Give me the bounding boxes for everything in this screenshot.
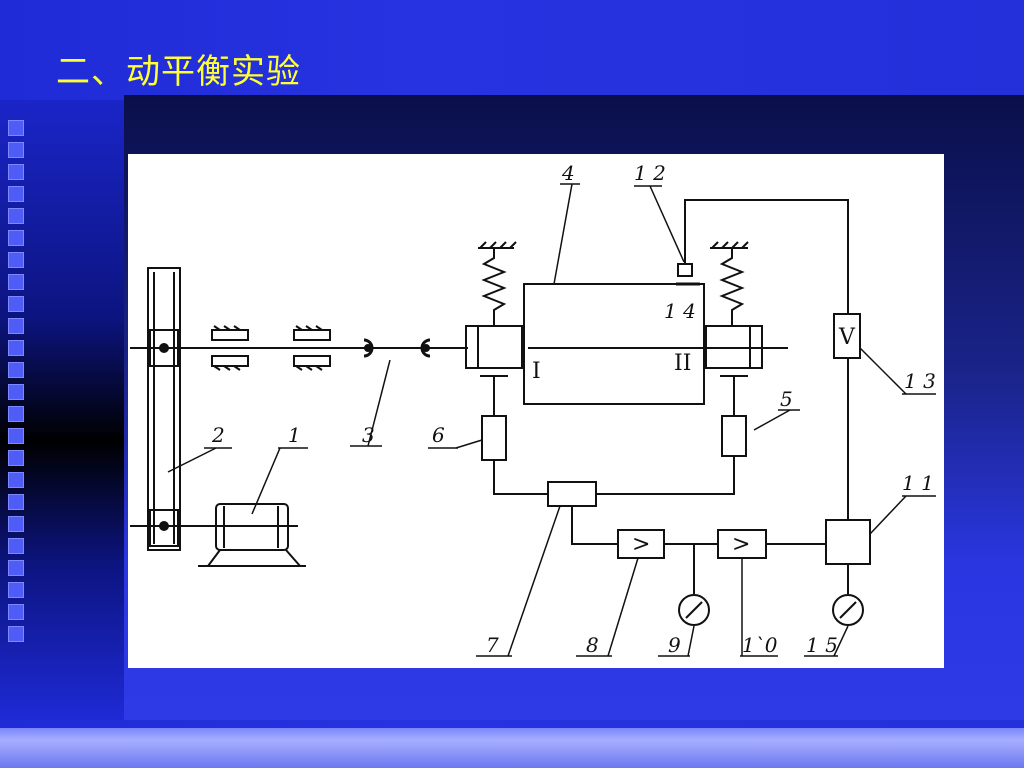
left-spring [478,241,517,326]
decorative-squares [8,120,26,648]
belt-pulley [147,267,181,551]
bearing-i-label: I [532,359,541,384]
label-1: 1 [288,423,301,447]
right-spring [710,241,749,326]
label-9: 9 [668,633,681,657]
signal-processor-7 [547,481,597,507]
bottom-bar [0,728,1024,768]
left-bearing [465,325,523,377]
meter-15 [832,594,864,626]
label-7: 7 [486,633,499,657]
label-8: 8 [586,633,599,657]
sensor-6 [481,415,507,461]
phase-meter-11 [825,519,871,565]
sensor-5 [721,415,747,457]
shaft-bearings [211,325,331,371]
leader-lines [167,183,936,657]
label-12: 1 2 [634,161,666,185]
motor [198,503,306,567]
label-11: 1 1 [902,471,934,495]
meter-9 [678,594,710,626]
coupling [363,338,431,358]
right-bearing [705,325,763,377]
label-15: 1 5 [806,633,838,657]
label-3: 3 [362,423,375,447]
amp8-symbol: > [632,532,650,557]
slide-title: 二、动平衡实验 [56,52,301,92]
amp10-symbol: > [732,532,750,557]
rotor [523,283,705,405]
label-6: 6 [432,423,445,447]
bearing-ii-label: II [674,351,691,376]
label-5: 5 [780,387,793,411]
photo-sensor-12 [677,263,693,277]
label-13: 1 3 [904,369,936,393]
label-4: 4 [561,161,575,185]
label-2: 2 [211,423,225,447]
box13-symbol: V [838,325,856,350]
dynamic-balance-diagram: > > V I II 4 1 2 1 4 1 3 1 1 5 6 3 1 2 7… [128,154,944,668]
label-10: 1`0 [742,633,778,657]
label-14: 1 4 [664,299,696,323]
